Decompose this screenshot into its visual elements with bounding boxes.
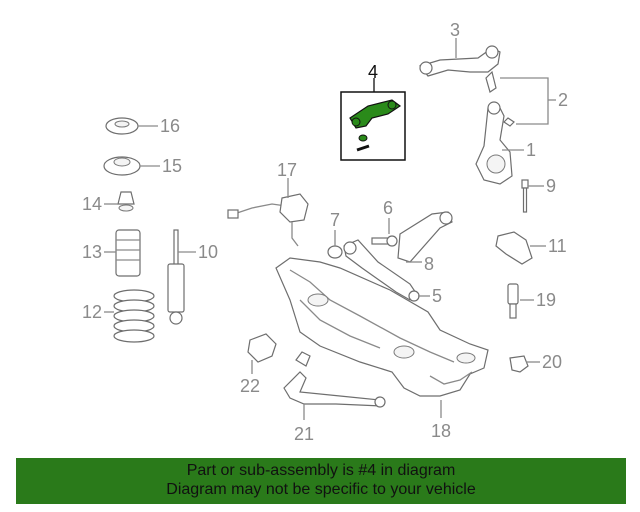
strut-mount-part-15 [103,156,141,176]
bolt-part-9 [521,179,529,213]
steering-knuckle-part [475,101,513,185]
callout-2: 2 [558,90,568,110]
shock-absorber-part-10 [167,229,185,325]
callout-4: 4 [368,62,378,82]
callout-22: 22 [240,376,260,396]
stud-part-19 [507,283,519,319]
callout-8: 8 [424,254,434,274]
callout-17: 17 [277,160,297,180]
info-banner: Part or sub-assembly is #4 in diagram Di… [16,458,626,504]
callout-11: 11 [548,236,567,256]
callout-21: 21 [294,424,314,444]
upper-control-arm-part [418,45,515,127]
highlighted-part-4[interactable] [340,78,406,161]
callout-10: 10 [198,242,218,262]
coil-spring-part-12 [113,289,155,343]
callout-1: 1 [526,140,536,160]
bump-stop-part-14 [117,191,135,212]
callout-9: 9 [546,176,556,196]
callout-18: 18 [431,421,451,441]
callout-19: 19 [536,290,556,310]
banner-line-2: Diagram may not be specific to your vehi… [166,481,476,498]
mount-cap-part-16 [105,117,139,135]
callout-14: 14 [82,194,102,214]
bushing-part-7 [327,245,343,259]
callout-13: 13 [82,242,102,262]
callout-15: 15 [162,156,182,176]
callout-5: 5 [432,286,442,306]
callout-7: 7 [330,210,340,230]
callout-6: 6 [383,198,393,218]
bracket-part-11 [495,231,533,265]
callout-3: 3 [450,20,460,40]
lower-link-part-21 [283,351,386,408]
lower-arm-part-5 [343,239,420,302]
callout-16: 16 [160,116,180,136]
nut-part-20 [509,355,529,373]
bracket-part-22 [247,333,277,363]
leader-2 [500,77,549,125]
arm-part-8 [397,211,453,263]
subframe-part-18 [275,257,489,397]
bolt-part-6 [371,235,398,247]
height-sensor-part-17 [227,193,309,247]
callout-20: 20 [542,352,562,372]
banner-line-1: Part or sub-assembly is #4 in diagram [186,462,456,479]
dust-boot-part-13 [115,229,141,277]
callout-12: 12 [82,302,102,322]
